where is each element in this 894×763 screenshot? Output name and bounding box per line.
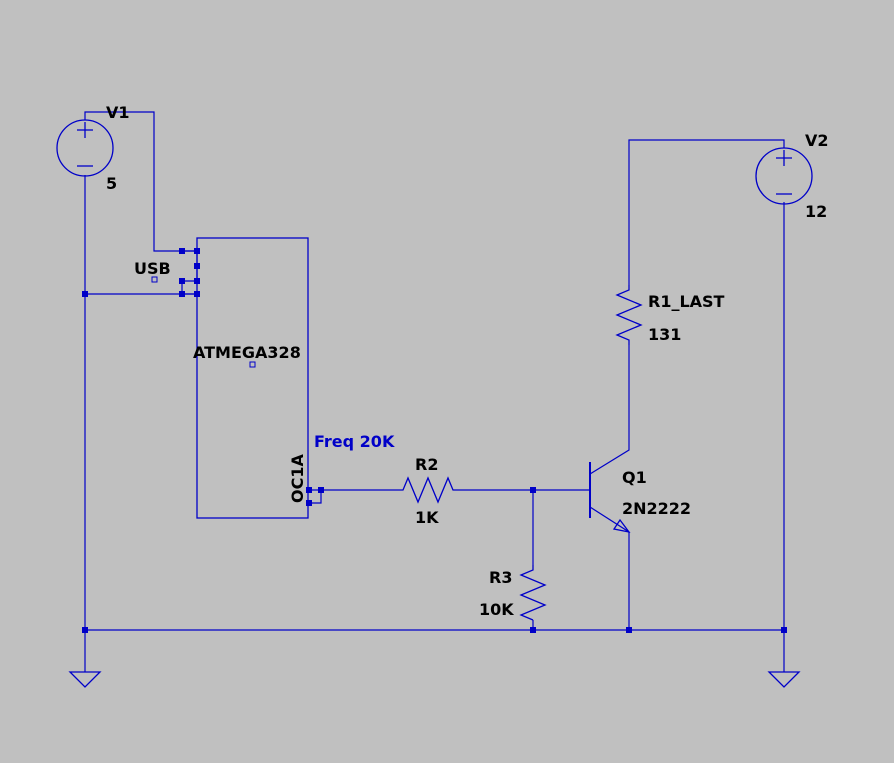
junction-ground-left <box>82 627 88 633</box>
freq-annotation: Freq 20K <box>314 432 395 451</box>
mcu-pins <box>179 248 324 506</box>
v2-ref-label: V2 <box>805 131 829 150</box>
oc1a-pin-3 <box>306 500 312 506</box>
v1-body <box>56 119 114 177</box>
usb-pin-1 <box>179 248 185 254</box>
oc1a-pin-1 <box>306 487 312 493</box>
q1-value-label: 2N2222 <box>622 499 691 518</box>
r2-zigzag <box>398 476 458 504</box>
r1-ref-label: R1_LAST <box>648 292 725 311</box>
wire-usb-stub <box>181 250 198 295</box>
wire-q1-emitter <box>589 506 630 630</box>
v2-value-label: 12 <box>805 202 827 221</box>
usb-pin-4 <box>194 278 200 284</box>
mcu-atmega328[interactable] <box>196 237 309 519</box>
usb-anchor-icon <box>151 276 158 283</box>
ground-symbol-left <box>68 671 102 688</box>
wire-v2-positive <box>628 139 785 285</box>
voltage-source-v2[interactable] <box>755 147 813 205</box>
r3-ref-label: R3 <box>489 568 512 587</box>
resistor-r2[interactable] <box>398 476 458 504</box>
voltage-source-v1[interactable] <box>56 119 114 177</box>
r1-zigzag <box>615 285 643 345</box>
usb-pin-3 <box>194 263 200 269</box>
ground-symbol-right <box>767 671 801 688</box>
wire-oc1a-stub <box>309 489 322 504</box>
oc1a-pin-2 <box>318 487 324 493</box>
junction-base <box>530 487 536 493</box>
wire-r1-collector <box>589 345 630 475</box>
usb-pin-7 <box>194 291 200 297</box>
v1-ref-label: V1 <box>106 103 130 122</box>
junction-ground-r3 <box>530 627 536 633</box>
v2-body <box>755 147 813 205</box>
mcu-name-label: ATMEGA328 <box>193 343 301 362</box>
junctions <box>82 291 787 633</box>
junction-ground-right <box>781 627 787 633</box>
usb-label: USB <box>134 259 171 278</box>
usb-pin-5 <box>179 278 185 284</box>
wire-v1-positive <box>84 111 197 252</box>
usb-pin-6 <box>179 291 185 297</box>
q1-ref-label: Q1 <box>622 468 647 487</box>
usb-pin-2 <box>194 248 200 254</box>
resistor-r1-last[interactable] <box>615 285 643 345</box>
junction-mcu-ground <box>82 291 88 297</box>
mcu-anchor-icon <box>249 361 256 368</box>
r1-value-label: 131 <box>648 325 681 344</box>
resistor-r3[interactable] <box>519 565 547 621</box>
junction-ground-emitter <box>626 627 632 633</box>
r3-value-label: 10K <box>479 600 514 619</box>
mcu-body <box>196 237 309 519</box>
v1-value-label: 5 <box>106 174 117 193</box>
wires <box>84 111 785 672</box>
r2-ref-label: R2 <box>415 455 438 474</box>
r3-zigzag <box>519 565 547 621</box>
transistor-q1[interactable] <box>589 462 631 533</box>
r2-value-label: 1K <box>415 508 439 527</box>
q1-emitter-arrow <box>612 518 631 533</box>
oc1a-pin-label: OC1A <box>288 454 307 503</box>
